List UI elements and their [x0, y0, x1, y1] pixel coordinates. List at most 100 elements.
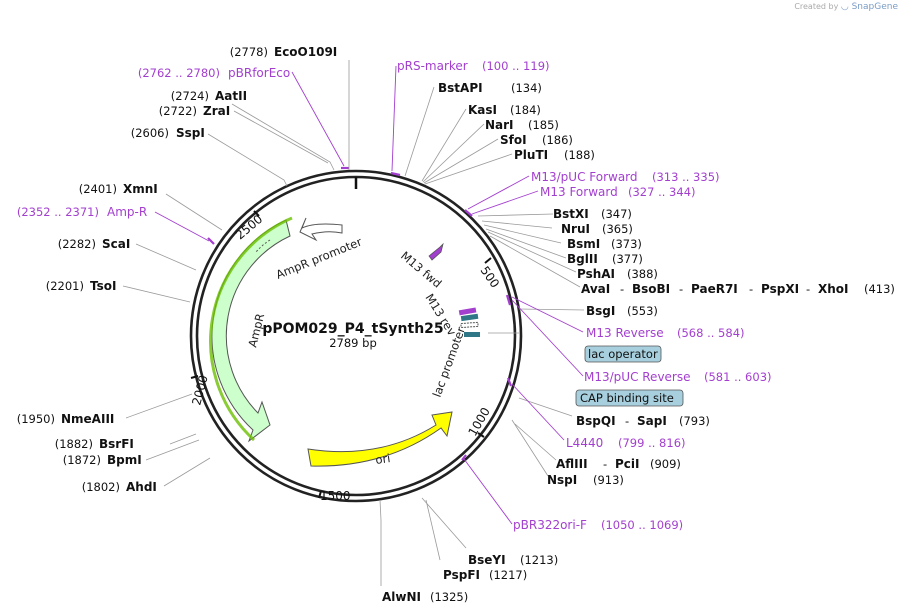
enzyme-pos-afliii: (909)	[650, 457, 681, 471]
m13-fwd-marker	[428, 242, 444, 261]
enzyme-ahdi: AhdI	[126, 480, 157, 494]
enzyme-pos-kasi: (184)	[510, 103, 541, 117]
cap-site-box	[575, 389, 684, 407]
enzyme-pspfi: PspFI	[443, 568, 480, 582]
enzyme-labels-right: NspI (913) AflIII - PciI (909) BspQI - S…	[438, 81, 895, 487]
enzyme-pos-bsmi: (373)	[611, 237, 642, 251]
leader-lines	[122, 60, 585, 586]
enzyme-bsmi: BsmI	[567, 237, 600, 251]
enzyme-nmeaiii: NmeAIII	[61, 412, 114, 426]
enzyme-nspi: NspI	[547, 473, 577, 487]
primer-range-m13-puc-reverse: (581 .. 603)	[704, 370, 772, 384]
primer-range-pbrforeco: (2762 .. 2780)	[138, 66, 220, 80]
enzyme-bspqi: BspQI	[576, 414, 616, 428]
primer-m13-puc-reverse: M13/pUC Reverse	[584, 370, 691, 384]
lac-operator-label: lac operator	[588, 347, 658, 361]
enzyme-xhoi: XhoI	[818, 282, 849, 296]
enzyme-alwni: AlwNI	[382, 590, 421, 604]
enzyme-pos-nspi: (913)	[593, 473, 624, 487]
enzyme-pos-bsgi: (553)	[627, 304, 658, 318]
primer-arcs	[207, 166, 513, 461]
enzyme-zrai: ZraI	[203, 104, 230, 118]
enzyme-pos-bstxi: (347)	[601, 207, 632, 221]
primer-pbrforeco: pBRforEco	[228, 66, 290, 80]
tick-label-1500: 1500	[320, 489, 351, 503]
credit-brand: SnapGene	[851, 2, 898, 12]
lac-features	[458, 307, 480, 337]
enzyme-aatii: AatII	[215, 89, 247, 103]
enzyme-bstxi: BstXI	[553, 207, 589, 221]
credit-prefix: Created by	[794, 2, 839, 11]
enzyme-pos-ahdi: (1802)	[82, 480, 120, 494]
enzyme-pshai: PshAI	[577, 267, 615, 281]
enzyme-sfoi: SfoI	[500, 133, 527, 147]
primer-range-prs-marker: (100 .. 119)	[482, 59, 550, 73]
enzyme-bglii: BglII	[567, 252, 598, 266]
enzyme-nrui: NruI	[561, 222, 590, 236]
enzyme-pos-pluti: (188)	[564, 148, 595, 162]
cap-site-label: CAP binding site	[580, 391, 674, 405]
enzyme-bstapi: BstAPI	[438, 81, 483, 95]
plasmid-length: 2789 bp	[329, 336, 377, 350]
primer-range-l4440: (799 .. 816)	[618, 436, 686, 450]
enzyme-ecoo109i: EcoO109I	[274, 45, 337, 59]
primer-range-m13-puc-forward: (313 .. 335)	[652, 170, 720, 184]
enzyme-pos-tsoi: (2201)	[46, 279, 84, 293]
enzyme-pos-pspfi: (1217)	[489, 568, 527, 582]
enzyme-pos-bglii: (377)	[612, 252, 643, 266]
enzyme-scai: ScaI	[102, 237, 130, 251]
enzyme-pos-pshai: (388)	[627, 267, 658, 281]
enzyme-sep-bspqi: -	[625, 414, 629, 428]
enzyme-pos-nari: (185)	[528, 118, 559, 132]
primer-m13-puc-forward: M13/pUC Forward	[531, 170, 638, 184]
enzyme-pos-xmni: (2401)	[79, 182, 117, 196]
lac-operator-box	[584, 345, 662, 363]
enzyme-labels-bottom: AlwNI (1325) PspFI (1217) BseYI (1213)	[382, 553, 558, 604]
enzyme-pos-bsrfi: (1882)	[55, 437, 93, 451]
primer-range-m13-forward: (327 .. 344)	[628, 185, 696, 199]
enzyme-xmni: XmnI	[123, 182, 158, 196]
primer-range-m13-reverse: (568 .. 584)	[677, 326, 745, 340]
enzyme-pos-sfoi: (186)	[542, 133, 573, 147]
enzyme-sep-2: -	[679, 282, 683, 296]
enzyme-pos-scai: (2282)	[58, 237, 96, 251]
enzyme-bseyi: BseYI	[468, 553, 506, 567]
enzyme-afliii: AflIII	[556, 457, 588, 471]
plasmid-name: pPOM029_P4_tSynth25	[262, 321, 443, 337]
enzyme-pos-sspi: (2606)	[131, 126, 169, 140]
enzyme-paer7i: PaeR7I	[691, 282, 738, 296]
enzyme-bsobi: BsoBI	[632, 282, 670, 296]
enzyme-pos-bseyi: (1213)	[520, 553, 558, 567]
enzyme-pos-aatii: (2724)	[171, 89, 209, 103]
enzyme-nari: NarI	[485, 118, 514, 132]
backbone-ticks	[190, 210, 492, 499]
enzyme-sep-4: -	[806, 282, 810, 296]
primer-l4440: L4440	[566, 436, 603, 450]
enzyme-pos-nrui: (365)	[602, 222, 633, 236]
enzyme-pos-nmeaiii: (1950)	[17, 412, 55, 426]
enzyme-bpmi: BpmI	[107, 453, 142, 467]
enzyme-pos-bstapi: (134)	[511, 81, 542, 95]
enzyme-pos-zrai: (2722)	[159, 104, 197, 118]
enzyme-pos-alwni: (1325)	[430, 590, 468, 604]
enzyme-sapi: SapI	[637, 414, 667, 428]
enzyme-labels-left: (2778) EcoO109I (2724) AatII (2722) ZraI…	[17, 45, 338, 494]
ampr-promoter-feature	[255, 217, 343, 253]
primer-range-ampr: (2352 .. 2371)	[17, 205, 99, 219]
enzyme-pos-ecoo109i: (2778)	[230, 45, 268, 59]
enzyme-bsrfi: BsrFI	[99, 437, 134, 451]
enzyme-pcii: PciI	[615, 457, 640, 471]
enzyme-pos-avai: (413)	[864, 282, 895, 296]
enzyme-tsoi: TsoI	[90, 279, 116, 293]
primer-m13-reverse: M13 Reverse	[586, 326, 664, 340]
enzyme-kasi: KasI	[468, 103, 497, 117]
enzyme-pluti: PluTI	[514, 148, 548, 162]
enzyme-pspxi: PspXI	[761, 282, 799, 296]
snapgene-credit: Created by ◡ SnapGene	[794, 2, 898, 12]
primer-ampr: Amp-R	[107, 205, 147, 219]
enzyme-sep-afliii: -	[603, 457, 607, 471]
feature-label-ampr-promoter: AmpR promoter	[274, 234, 364, 281]
ori-feature	[307, 411, 453, 467]
primer-prs-marker: pRS-marker	[397, 59, 468, 73]
